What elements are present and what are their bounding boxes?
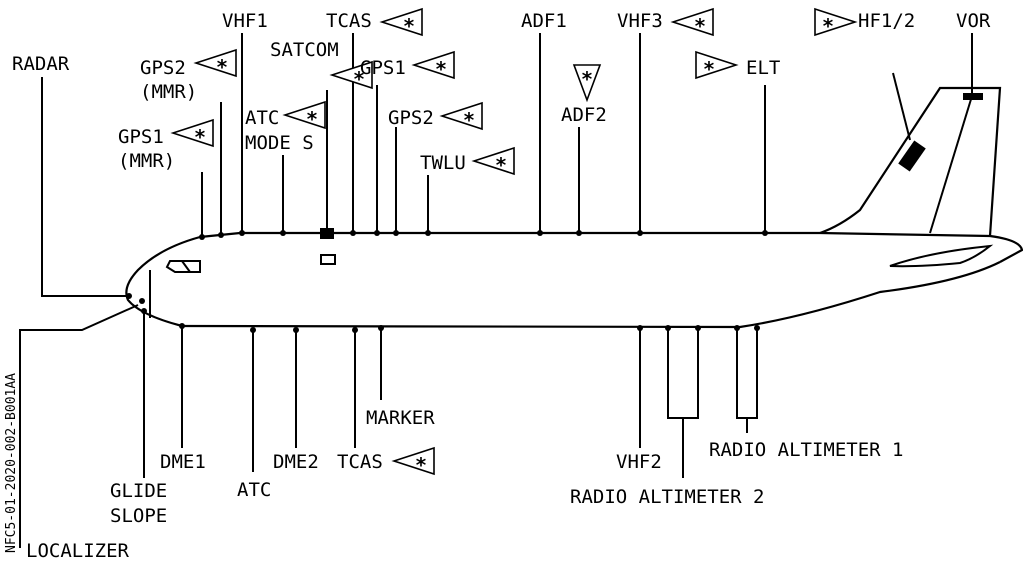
label-vor: VOR [956, 10, 991, 32]
svg-text:*: * [496, 153, 507, 177]
label-radio-altimeter-2: RADIO ALTIMETER 2 [570, 486, 764, 508]
label-localizer: LOCALIZER [26, 540, 130, 562]
label-adf1: ADF1 [521, 10, 567, 32]
note-marker-vhf3: * [670, 7, 714, 38]
label-gps2-mmr-line2: (MMR) [140, 81, 197, 103]
label-radio-altimeter-1: RADIO ALTIMETER 1 [709, 439, 903, 461]
label-satcom: SATCOM [270, 39, 339, 61]
svg-text:*: * [436, 57, 447, 81]
note-marker-atc-mode-s: * [282, 100, 326, 131]
note-marker-hf12: * [814, 7, 858, 38]
svg-text:*: * [823, 14, 834, 38]
note-marker-tcas-top: * [379, 7, 423, 38]
note-marker-gps2: * [439, 101, 483, 132]
svg-text:*: * [404, 14, 415, 38]
label-adf2: ADF2 [561, 104, 607, 126]
label-twlu: TWLU [420, 152, 466, 174]
svg-text:*: * [464, 108, 475, 132]
svg-text:*: * [307, 107, 318, 131]
label-gps2-mmr-line1: GPS2 [140, 57, 186, 79]
note-marker-gps2-mmr: * [193, 48, 237, 79]
top-labels: RADAR GPS2 (MMR) GPS1 (MMR) VHF1 ATC MOD… [12, 10, 991, 174]
label-atc-line1: ATC [245, 107, 279, 129]
label-marker: MARKER [366, 407, 435, 429]
svg-text:*: * [704, 57, 715, 81]
svg-text:*: * [354, 67, 365, 91]
nose-antenna-leaders [19, 77, 147, 548]
label-glide-slope-line2: SLOPE [110, 505, 167, 527]
note-marker-satcom: * [329, 60, 373, 91]
note-markers: * * * * * * * * [170, 7, 858, 477]
label-glide-slope-line1: GLIDE [110, 480, 167, 502]
label-gps1-mmr-line1: GPS1 [118, 126, 164, 148]
svg-text:*: * [195, 125, 206, 149]
svg-text:*: * [695, 14, 706, 38]
figure-reference-code: NFC5-01-2020-002-B001AA [4, 373, 19, 553]
note-marker-tcas-bottom: * [391, 446, 435, 477]
label-gps1-mmr-line2: (MMR) [118, 150, 175, 172]
top-antenna-leaders [199, 33, 768, 240]
label-tcas-top: TCAS [326, 10, 372, 32]
vertical-fin [819, 33, 1002, 237]
note-marker-gps1-mmr: * [170, 118, 214, 149]
aircraft-fuselage [125, 231, 1023, 329]
label-dme1: DME1 [160, 451, 206, 473]
svg-text:*: * [416, 453, 427, 477]
label-vhf1: VHF1 [222, 10, 268, 32]
svg-text:*: * [582, 67, 593, 91]
note-marker-elt: * [695, 50, 739, 81]
label-atc-line2: MODE S [245, 132, 314, 154]
label-gps1: GPS1 [360, 57, 406, 79]
bottom-labels: LOCALIZER GLIDE SLOPE DME1 ATC DME2 TCAS… [26, 407, 903, 562]
label-radar: RADAR [12, 53, 70, 75]
label-elt: ELT [746, 57, 780, 79]
label-tcas-bottom: TCAS [337, 451, 383, 473]
note-marker-twlu: * [471, 146, 515, 177]
label-hf12: HF1/2 [858, 10, 915, 32]
bottom-antenna-leaders [179, 323, 760, 478]
note-marker-gps1: * [411, 50, 455, 81]
note-marker-adf2: * [572, 64, 602, 103]
label-vhf2: VHF2 [616, 451, 662, 473]
label-vhf3: VHF3 [617, 10, 663, 32]
svg-text:*: * [217, 55, 228, 79]
label-gps2: GPS2 [388, 107, 434, 129]
label-atc-bottom: ATC [237, 479, 271, 501]
label-dme2: DME2 [273, 451, 319, 473]
